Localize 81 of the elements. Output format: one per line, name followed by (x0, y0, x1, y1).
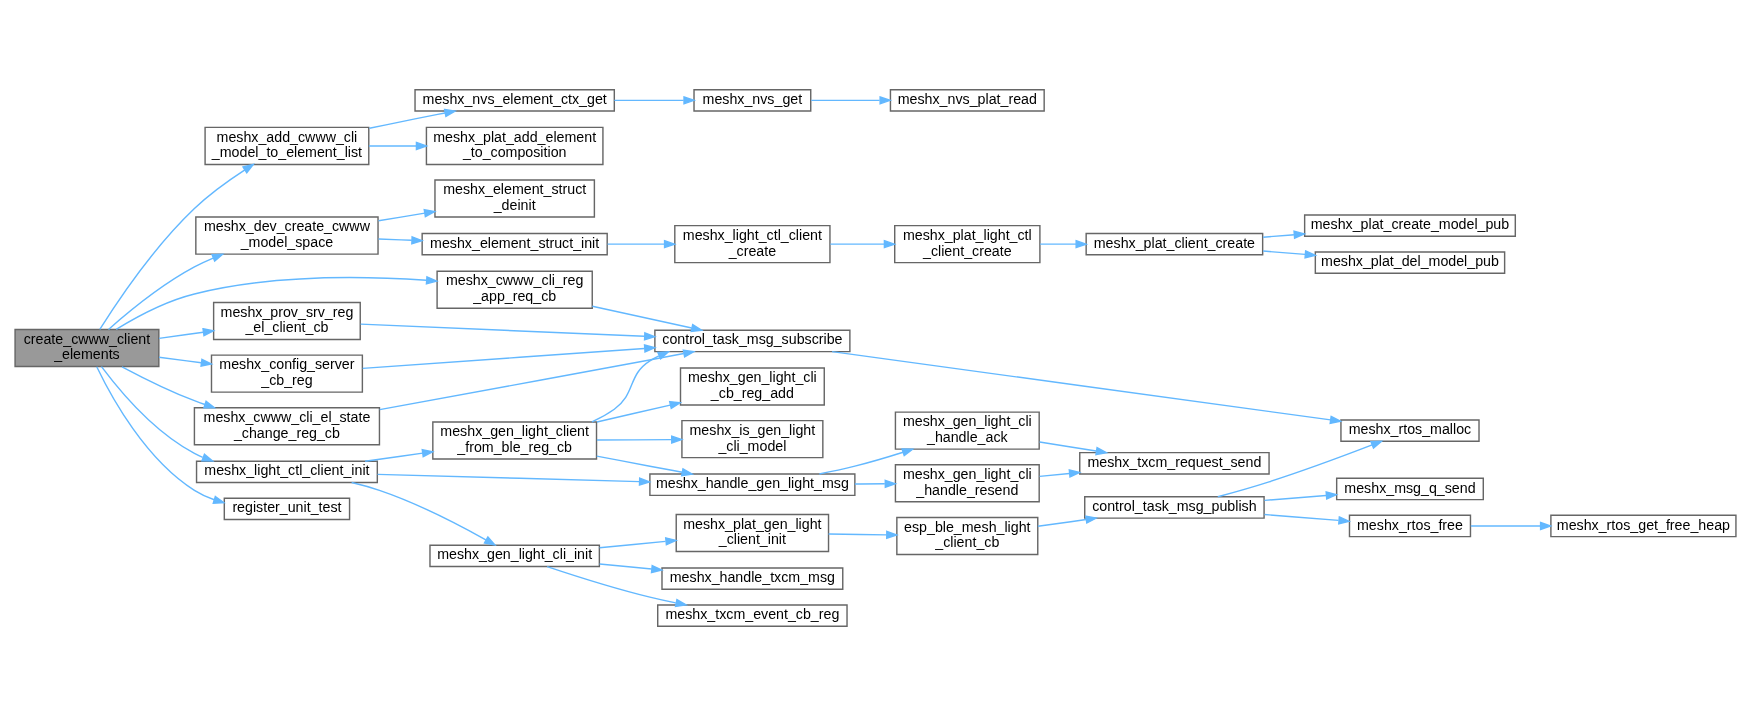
arrow (376, 473, 652, 486)
arrow (1470, 520, 1553, 530)
node-box: meshx_prov_srv_reg _el_client_cb (212, 301, 361, 340)
node-box: meshx_config_server _cb_reg (210, 353, 364, 393)
arrow (107, 252, 225, 330)
arrow (362, 343, 657, 369)
node-box: meshx_plat_create_model_pub (1303, 213, 1516, 237)
node-box: meshx_dev_create_cwww _model_space (195, 215, 379, 255)
node-box: meshx_gen_light_cli _cb_reg_add (679, 366, 825, 406)
arrow (379, 348, 696, 410)
node-box: esp_ble_mesh_light _client_cb (896, 516, 1039, 555)
node-box: meshx_gen_light_cli _handle_resend (894, 463, 1040, 502)
arrow (377, 235, 425, 245)
node-box: meshx_gen_light_cli _handle_ack (894, 410, 1040, 450)
arrow (121, 365, 217, 409)
arrow (1262, 249, 1318, 259)
arrow (368, 140, 429, 150)
node-box: meshx_plat_client_create (1085, 232, 1264, 255)
node-box: meshx_nvs_get (693, 88, 812, 112)
node-box: meshx_nvs_element_ctx_get (414, 88, 615, 112)
arrow (96, 365, 226, 504)
node-box: meshx_txcm_event_cb_reg (657, 603, 848, 627)
node-box: meshx_element_struct_init (421, 232, 608, 255)
node-box: meshx_add_cwww_cli _model_to_element_list (204, 126, 370, 165)
arrow (158, 327, 216, 339)
arrow (827, 529, 899, 539)
node-box: meshx_light_ctl_client _create (674, 224, 831, 263)
node-box: meshx_element_struct _deinit (434, 178, 596, 218)
arrow (1263, 513, 1352, 525)
arrow (854, 478, 898, 488)
arrow (591, 305, 704, 332)
arrow (1038, 440, 1109, 455)
node-box: meshx_is_gen_light _cli_model (681, 419, 824, 458)
arrow (100, 365, 215, 462)
arrow (613, 95, 697, 105)
arrow (1262, 229, 1307, 239)
node-box: meshx_gen_light_client _from_ble_reg_cb (432, 420, 598, 460)
node-box: create_cwww_client _elements (14, 328, 160, 367)
node-box: meshx_cwww_cli_el_state _change_reg_cb (193, 406, 381, 446)
node-box: meshx_light_ctl_client_init (195, 460, 379, 483)
arrow (99, 162, 256, 330)
node-box: register_unit_test (223, 497, 351, 520)
node-box: meshx_msg_q_send (1335, 477, 1484, 500)
arrow (596, 434, 684, 444)
node-box: meshx_nvs_plat_read (889, 88, 1045, 112)
node-box: meshx_cwww_cli_reg _app_req_cb (436, 269, 593, 309)
node-box: meshx_plat_del_model_pub (1314, 250, 1506, 274)
arrow (596, 454, 695, 476)
node-box: meshx_plat_light_ctl _client_create (894, 224, 1041, 263)
node-box: meshx_rtos_malloc (1340, 418, 1480, 442)
arrow (831, 350, 1343, 424)
arrow (598, 562, 664, 573)
arrow (359, 322, 657, 341)
arrow (596, 400, 683, 423)
node-box: meshx_rtos_free (1348, 514, 1472, 537)
arrow (115, 275, 439, 330)
arrow (1263, 490, 1339, 501)
node-box: meshx_txcm_request_send (1079, 451, 1270, 475)
arrow (1037, 514, 1099, 527)
arrow (606, 239, 677, 249)
arrow (1038, 468, 1082, 478)
arrow (377, 208, 437, 221)
arrow (1039, 239, 1089, 249)
arrow (598, 536, 679, 548)
arrow (829, 239, 897, 249)
node-box: meshx_plat_add_element _to_composition (425, 126, 604, 165)
arrow (364, 448, 435, 462)
node-box: meshx_rtos_get_free_heap (1550, 514, 1737, 537)
node-box: meshx_handle_gen_light_msg (649, 472, 856, 496)
arrow (810, 95, 893, 105)
node-box: meshx_plat_gen_light _client_init (675, 513, 830, 552)
arrow (158, 356, 214, 367)
node-box: meshx_gen_light_cli_init (429, 543, 601, 567)
arrow (350, 481, 497, 546)
arrow (368, 108, 458, 129)
arrow (818, 447, 915, 475)
node-box: meshx_handle_txcm_msg (661, 566, 844, 590)
node-box: control_task_msg_publish (1084, 495, 1265, 519)
arrow (546, 565, 689, 607)
arrow (591, 350, 671, 423)
node-box: control_task_msg_subscribe (654, 329, 851, 352)
